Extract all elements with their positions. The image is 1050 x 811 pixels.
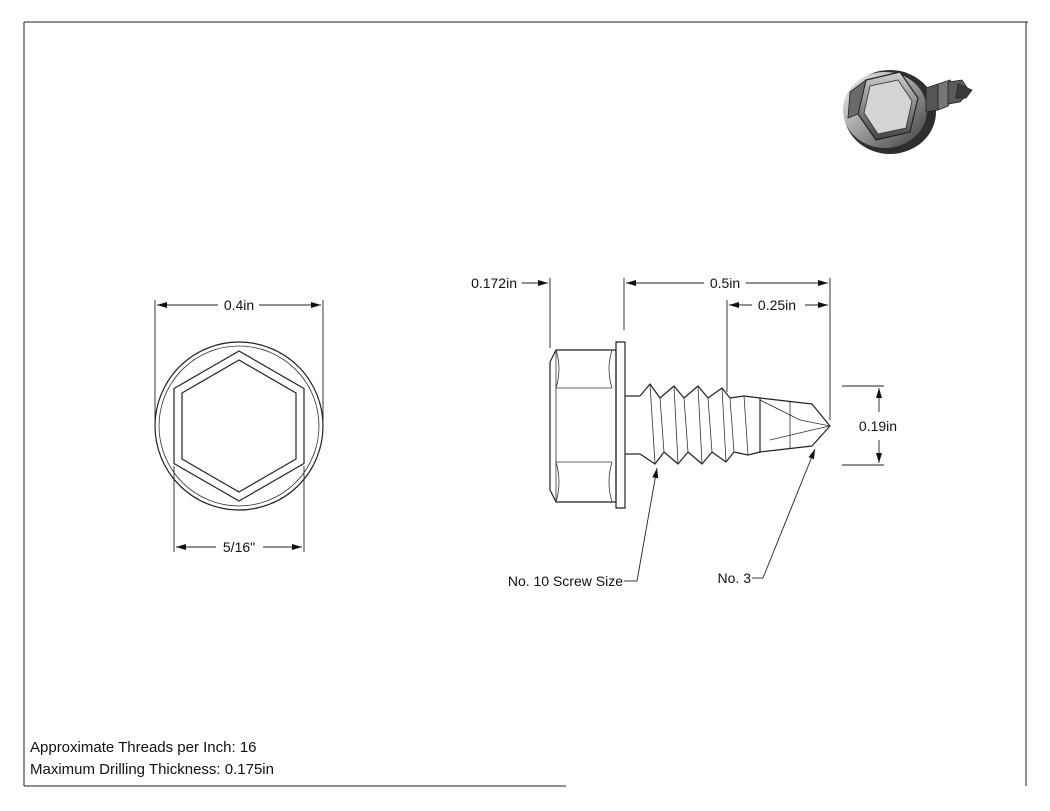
note-threads-per-inch: Approximate Threads per Inch: 16 xyxy=(30,739,257,756)
dim-across-flange: 0.4in xyxy=(224,297,254,313)
callout-drill-point: No. 3 xyxy=(718,570,752,586)
isometric-preview xyxy=(843,70,973,154)
dim-hex-size: 5/16" xyxy=(223,539,255,555)
flange-inner-circle xyxy=(158,345,320,507)
thread-profile-top xyxy=(639,383,761,399)
dim-head-height: 0.172in xyxy=(471,275,517,291)
hex-inner-outline xyxy=(181,359,297,493)
drawing-frame xyxy=(23,21,1028,787)
hex-head xyxy=(549,349,617,503)
dim-overall-length: 0.5in xyxy=(710,275,740,291)
thread-profile-bottom xyxy=(639,451,761,465)
dim-diameter: 0.19in xyxy=(859,418,897,434)
note-max-drilling-thickness: Maximum Drilling Thickness: 0.175in xyxy=(30,761,274,778)
hex-outer-outline xyxy=(173,350,305,502)
dim-tip-length: 0.25in xyxy=(758,297,796,313)
drill-point xyxy=(759,397,831,453)
washer-flange xyxy=(615,341,626,509)
callout-screw-size: No. 10 Screw Size xyxy=(508,573,623,589)
top-view: 0.4in 5/16" xyxy=(154,297,324,555)
side-view: 0.172in 0.5in 0.25in 0.19in No. 10 Screw… xyxy=(471,275,897,589)
flange-circle xyxy=(154,341,324,511)
